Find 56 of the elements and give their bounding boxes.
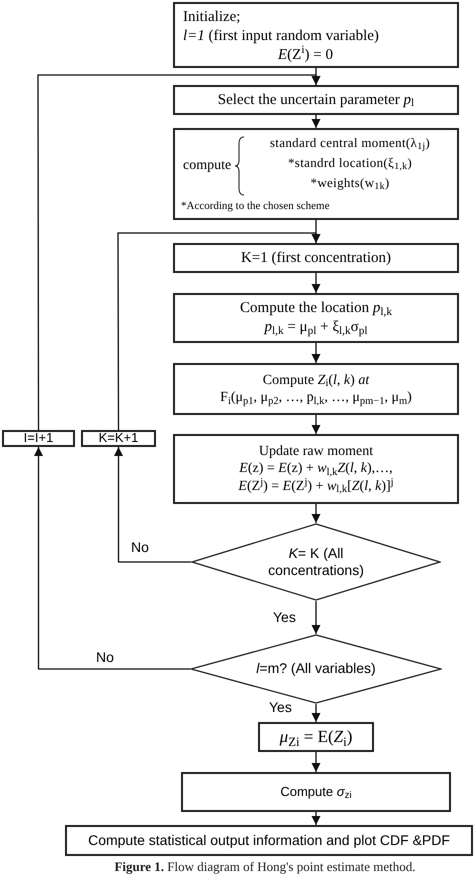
process-box bbox=[173, 243, 459, 273]
arrow bbox=[312, 504, 320, 523]
arrow bbox=[117, 232, 320, 430]
node-text: Update raw moment bbox=[258, 442, 374, 460]
process-box bbox=[173, 2, 459, 68]
node-text: l=1 (first input random variable) bbox=[183, 26, 380, 46]
node-text: p$_{l,k}$ = μ$_{pl}$ + ξ$_{l,k}$σ$_{pl}$ bbox=[264, 318, 368, 337]
node-text: K=1 (first concentration) bbox=[240, 248, 392, 268]
arrow bbox=[37, 74, 320, 430]
node-text: *According to the chosen scheme bbox=[181, 200, 330, 214]
process-box bbox=[173, 293, 459, 343]
arrow bbox=[312, 115, 320, 128]
node-text: Initialize; bbox=[183, 8, 242, 27]
arrow bbox=[312, 704, 320, 722]
node-text: E(z) = E(z) + w$_{l,k}$Z(l, k),…, bbox=[239, 460, 393, 478]
arrow bbox=[312, 752, 320, 772]
node-text: μ$_{Zi}$ = E(Z$_{i}$) bbox=[280, 726, 352, 748]
node-text: *standrd location(ξ$_{1,k}$) bbox=[288, 154, 412, 173]
edge-label: Yes bbox=[272, 610, 297, 624]
node-text: K= K (All concentrations) bbox=[267, 544, 365, 580]
decision-diamond bbox=[190, 634, 442, 704]
process-box bbox=[181, 772, 451, 812]
node-text: *weights(w$_{1k}$) bbox=[310, 174, 390, 193]
process-box bbox=[65, 825, 473, 856]
edge-label: No bbox=[130, 540, 150, 554]
node-text: Compute σ$_{zi}$ bbox=[280, 784, 352, 800]
process-box bbox=[258, 722, 374, 752]
node-text: I=I+1 bbox=[24, 430, 54, 447]
arrow bbox=[312, 812, 320, 825]
process-box bbox=[173, 434, 459, 504]
arrow bbox=[312, 273, 320, 293]
edge-label: No bbox=[95, 650, 115, 664]
process-box bbox=[173, 363, 459, 415]
node-text: Compute the location p$_{l,k}$ bbox=[240, 299, 392, 318]
process-box bbox=[173, 128, 459, 220]
process-box bbox=[173, 85, 459, 115]
node-text: l=m? (All variables) bbox=[256, 660, 376, 678]
node-text: Select the uncertain parameter p$_{l}$ bbox=[218, 90, 414, 110]
arrow bbox=[114, 447, 191, 563]
node-text: Compute Z$_{i}$(l, k) at bbox=[262, 372, 370, 389]
node-text: compute bbox=[183, 157, 232, 174]
edge-label: Yes bbox=[268, 700, 293, 714]
decision-diamond bbox=[191, 523, 441, 601]
process-box bbox=[2, 430, 75, 447]
arrow bbox=[312, 415, 320, 434]
figure-caption: Figure 1. Flow diagram of Hong's point estimate method. bbox=[113, 860, 417, 873]
process-box bbox=[81, 430, 156, 447]
node-text: Compute statistical output information and plot CDF &PDF bbox=[88, 832, 450, 850]
node-text: F$_{i}$(μ$_{p1}$, μ$_{p2}$, …, p$_{l,k}$, …, μ$_{pm−1}$, μ$_{m}$) bbox=[220, 389, 412, 406]
arrow bbox=[34, 447, 190, 670]
arrow bbox=[312, 601, 320, 634]
node-text: E(Z$^{i}$) = 0 bbox=[276, 46, 334, 64]
arrow bbox=[312, 343, 320, 363]
node-text: K=K+1 bbox=[98, 430, 138, 447]
node-text: E(Z$^{j}$) = E(Z$^{j}$) + w$_{l,k}$[Z(l, k)]$^{j}$ bbox=[238, 478, 394, 496]
node-text: standard central moment(λ$_{1j}$) bbox=[270, 134, 430, 153]
